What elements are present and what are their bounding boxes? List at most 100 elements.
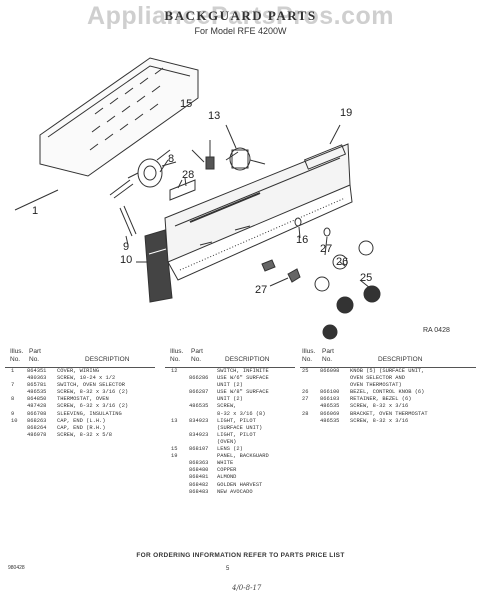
header-no: No.: [29, 356, 40, 363]
row-description: GOLDEN HARVEST: [217, 481, 263, 488]
row-part-no: 868107: [189, 446, 209, 453]
row-description: CAP, END (R.H.): [57, 424, 106, 431]
row-illus-no: 9: [11, 410, 15, 417]
row-description: COPPER: [217, 467, 237, 474]
parts-rows: 25 866098 KNOB (5) (SURFACE UNIT,OVEN SELE…: [300, 368, 476, 425]
row-illus-no: 10: [11, 417, 18, 424]
row-description: USE W/6" SURFACE: [217, 375, 269, 382]
callout-label: 27: [255, 284, 268, 296]
row-description: SWITCH, OVEN SELECTOR: [57, 382, 125, 389]
row-part-no: 868483: [189, 488, 209, 495]
backguard-panel-drawing: [164, 143, 353, 281]
table-row: 8-32 x 3/16 (8): [165, 411, 295, 418]
row-description: SCREW, 8-32 x 3/16: [350, 403, 409, 410]
table-row: OVEN SELECTOR AND: [300, 375, 476, 382]
row-description: UNIT (2): [217, 382, 243, 389]
row-illus-no: 1: [11, 368, 15, 374]
column-header: Illus. Part No. No. DESCRIPTION: [165, 348, 295, 368]
row-illus-no: 12: [171, 368, 178, 374]
end-cap-drawing: [144, 229, 173, 303]
row-description: NEW AVOCADO: [217, 488, 253, 495]
handwritten-note: 4/0-8-17: [232, 584, 262, 592]
header-illus: Illus.: [302, 348, 316, 355]
row-description: SCREW, 8-32 x 5/8: [57, 431, 112, 438]
header-description: DESCRIPTION: [225, 356, 270, 363]
row-part-no: 866287: [189, 389, 209, 396]
row-part-no: 868480: [189, 467, 209, 474]
table-row: 868480 COPPER: [165, 467, 295, 474]
row-part-no: 864351: [27, 368, 47, 374]
row-part-no: 868263: [27, 417, 47, 424]
switch-drawing: [229, 147, 266, 171]
row-description: SCREW, 8-32 x 3/16 (2): [57, 389, 129, 396]
sleeving-drawing: [119, 205, 137, 237]
header-illus: Illus.: [10, 348, 24, 355]
row-part-no: 834923: [189, 431, 209, 438]
row-illus-no: 19: [171, 453, 178, 460]
column-header: Illus. Part No. No. DESCRIPTION: [5, 348, 155, 368]
row-description: CAP, END (L.H.): [57, 417, 106, 424]
row-part-no: 866069: [320, 410, 340, 417]
row-illus-no: 26: [302, 389, 309, 396]
row-part-no: 486535: [27, 389, 47, 396]
row-description: BEZEL, CONTROL KNOB (6): [350, 389, 425, 396]
row-illus-no: 25: [302, 368, 309, 374]
row-illus-no: 13: [171, 417, 178, 424]
row-description: SCREW, 10-24 x 1/2: [57, 375, 116, 382]
callout-label: 28: [182, 169, 195, 181]
row-part-no: 868481: [189, 474, 209, 481]
lens-drawing: [205, 140, 215, 170]
watermark: AppliancePartsPros.com: [87, 2, 394, 30]
row-part-no: 865781: [27, 382, 47, 389]
callout-label: 26: [336, 256, 349, 268]
row-part-no: 480363: [27, 375, 47, 382]
row-illus-no: 8: [11, 396, 15, 403]
header-no: No.: [322, 356, 333, 363]
callout-label: 25: [360, 272, 373, 284]
row-description: (OVEN): [217, 438, 237, 445]
page-number: 5: [226, 566, 230, 572]
row-description: SLEEVING, INSULATING: [57, 410, 122, 417]
table-row: 868482 GOLDEN HARVEST: [165, 482, 295, 489]
callout-label: 15: [180, 98, 193, 110]
header-no: No.: [191, 356, 202, 363]
table-row: 19 PANEL, BACKGUARD: [165, 453, 295, 460]
header-description: DESCRIPTION: [378, 356, 423, 363]
row-part-no: 866286: [189, 375, 209, 382]
row-description: SCREW, 6-32 x 3/16 (2): [57, 403, 129, 410]
row-illus-no: 7: [11, 382, 15, 389]
row-description: THERMOSTAT, OVEN: [57, 396, 109, 403]
row-part-no: 866098: [320, 368, 340, 374]
callout-label: 10: [120, 254, 133, 266]
bracket-drawing: [169, 177, 196, 201]
row-description: PANEL, BACKGUARD: [217, 453, 269, 460]
row-part-no: 834923: [189, 417, 209, 424]
row-part-no: 486535: [189, 403, 209, 410]
row-description: SWITCH, INFINITE: [217, 368, 269, 374]
page-title: BACKGUARD PARTS: [164, 8, 317, 23]
row-description: LENS (2): [217, 446, 243, 453]
row-description: KNOB (5) (SURFACE UNIT,: [350, 368, 425, 374]
table-row: 486978 SCREW, 8-32 x 5/8: [5, 432, 155, 439]
callout-label: 27: [320, 243, 333, 255]
row-part-no: 868482: [189, 481, 209, 488]
thermostat-drawing: [109, 149, 177, 199]
table-row: UNIT (2): [165, 396, 295, 403]
row-part-no: 486978: [27, 431, 47, 438]
parts-rows: 12 SWITCH, INFINITE 866286 USE W/6" SURFACE…: [165, 368, 295, 496]
footer-code: 980428: [8, 565, 25, 571]
table-row: 10 868263 CAP, END (L.H.): [5, 418, 155, 425]
header-part: Part: [191, 348, 203, 355]
row-part-no: 866708: [27, 410, 47, 417]
callout-label: 19: [340, 107, 353, 119]
table-row: UNIT (2): [165, 382, 295, 389]
row-description: (SURFACE UNIT): [217, 424, 263, 431]
